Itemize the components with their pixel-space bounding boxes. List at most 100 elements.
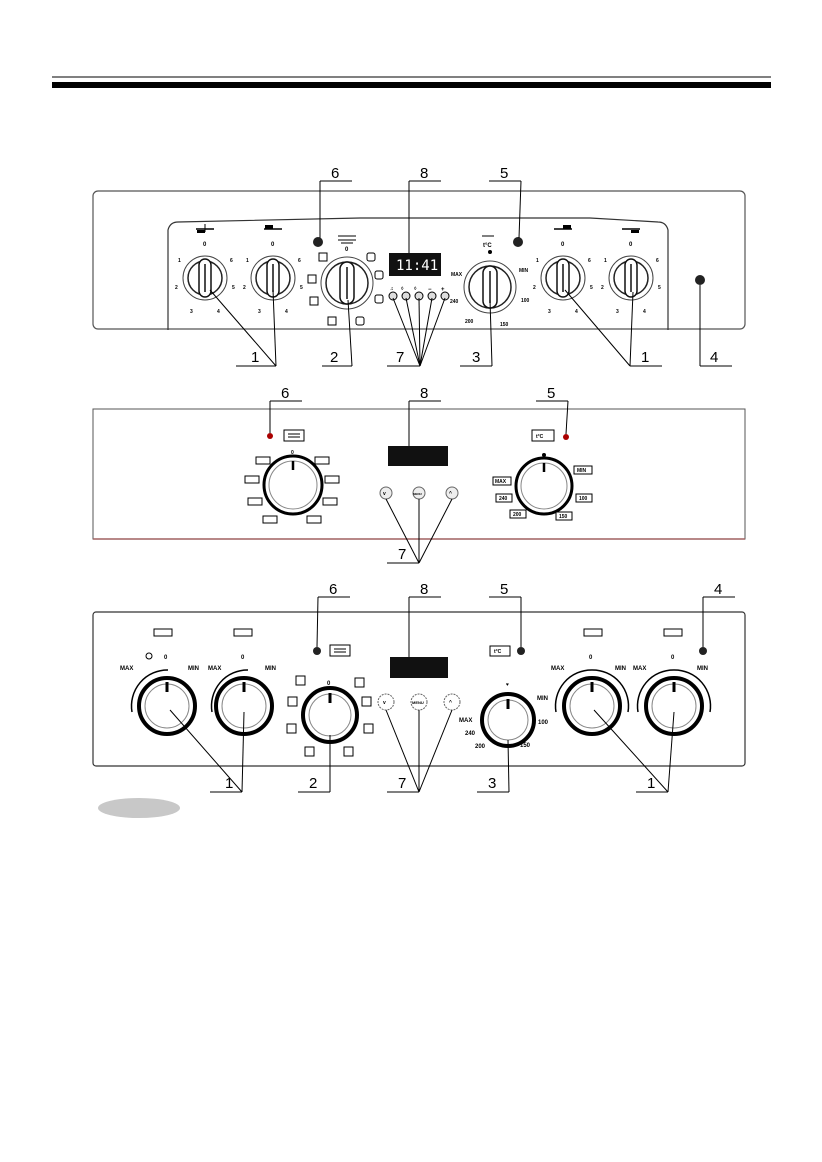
timer-button-bell[interactable]: [388, 291, 398, 301]
thermostat-knob-panel-2[interactable]: [514, 456, 574, 516]
fan-grill-icon: [318, 252, 328, 262]
duration-icon: ◊: [401, 286, 404, 292]
hob-p3-1-zero: 0: [164, 655, 168, 661]
hob-1-mark-5: 5: [232, 285, 235, 291]
hob-4-mark-5: 5: [658, 285, 661, 291]
thermo-1-100: 100: [521, 298, 530, 304]
hob-4-mark-1: 1: [604, 258, 607, 264]
thermostat-knob-panel-3[interactable]: [480, 692, 536, 748]
header-rule-thick: [52, 82, 771, 88]
p3-icon-d: [304, 746, 315, 757]
hob-knob-p3-2[interactable]: [210, 669, 274, 736]
hob-4-mark-3: 3: [616, 309, 619, 315]
hob-4-mark-4: 4: [643, 309, 646, 315]
defrost-icon: [309, 296, 319, 306]
hob-knob-2[interactable]: [250, 255, 296, 301]
thermo-3-200: 200: [475, 744, 486, 750]
hob-p3-4-min: MIN: [697, 666, 708, 672]
selector-2-mark-0: 0: [291, 450, 294, 456]
hob-p3-4-max: MAX: [633, 666, 646, 672]
thermo-1-150: 150: [500, 322, 509, 328]
temp-symbol-box-panel-2: [531, 429, 555, 442]
hob-p3-1-min: MIN: [188, 666, 199, 672]
max-box-panel-2: [492, 476, 512, 486]
hob-p3-1-max: MAX: [120, 666, 133, 672]
thermo-2-240: 240: [499, 496, 508, 502]
function-selector-knob-panel-1[interactable]: [320, 256, 374, 310]
hob-3-mark-5: 5: [590, 285, 593, 291]
p2-icon-a: [255, 456, 271, 465]
p2-icon-e: [314, 456, 330, 465]
zone-icon-p3-2: [233, 628, 253, 637]
hob-1-mark-2: 2: [175, 285, 178, 291]
dual-zone-icon: [145, 652, 153, 660]
p3-icon-a: [295, 675, 306, 686]
function-selector-knob-panel-3[interactable]: [301, 686, 359, 744]
thermo-1-max: MAX: [451, 272, 463, 278]
lamp-4-panel-1: [695, 275, 705, 285]
down-arrow-icon: v: [383, 491, 386, 497]
callout-lines-panel-1: [209, 180, 732, 367]
bottom-heat-icon: [374, 270, 384, 280]
oven-symbol-icon-panel-3: [329, 644, 351, 657]
zone-icon-p3-1: [153, 628, 173, 637]
thermo-3-150: 150: [520, 743, 531, 749]
panel-1: 0 1 2 3 4 5 6 0 1 2 3 4 5 6 0: [92, 165, 746, 367]
hob-zone-icon-3: [554, 225, 572, 230]
hob-knob-4[interactable]: [608, 255, 654, 301]
p3-icon-c: [286, 723, 297, 734]
hob-knob-3[interactable]: [540, 255, 586, 301]
hob-knob-1[interactable]: [182, 255, 228, 301]
p3-icon-b: [287, 696, 298, 707]
hob-3-mark-0: 0: [561, 242, 565, 248]
callout-2-panel-3: 2: [309, 775, 317, 792]
down-button-panel-2[interactable]: [379, 486, 393, 500]
thermostat-knob-panel-1[interactable]: [463, 260, 517, 314]
hob-knob-p3-3[interactable]: [554, 669, 630, 736]
fan-icon: [307, 274, 317, 284]
callout-lines-panel-3: [169, 596, 735, 793]
callout-7-panel-3: 7: [398, 775, 406, 792]
lamp-5-panel-3: [517, 647, 525, 655]
function-selector-knob-panel-2[interactable]: [262, 454, 324, 516]
hob-4-mark-0: 0: [629, 242, 633, 248]
lamp-5-panel-1: [513, 237, 523, 247]
control-buttons-panel-2: v MENU ^: [379, 486, 459, 500]
hob-3-mark-4: 4: [575, 309, 578, 315]
hob-2-mark-6: 6: [298, 258, 301, 264]
hob-4-mark-6: 6: [656, 258, 659, 264]
thermostat-dot-panel-2: [542, 453, 546, 457]
hob-knob-p3-1[interactable]: [130, 669, 197, 736]
p2-icon-f: [324, 475, 340, 484]
callout-1-left-panel-3: 1: [225, 775, 233, 792]
callout-3-panel-3: 3: [488, 775, 496, 792]
hob-2-mark-1: 1: [246, 258, 249, 264]
t150-box-panel-2: [555, 511, 573, 521]
callout-1-right-panel-3: 1: [647, 775, 655, 792]
p3-icon-e: [354, 677, 365, 688]
minus-sign: −: [428, 287, 432, 293]
lamp-6-panel-1: [313, 237, 323, 247]
plus-sign: +: [441, 287, 445, 293]
callout-6-panel-3: 6: [329, 581, 337, 598]
hob-knob-p3-4[interactable]: [636, 669, 712, 736]
hob-1-mark-6: 6: [230, 258, 233, 264]
callout-5-panel-2: 5: [547, 385, 555, 402]
timer-button-plus[interactable]: [440, 291, 450, 301]
thermostat-dot: [488, 250, 492, 254]
menu-label-panel-3: MENU: [412, 700, 424, 705]
callout-6-panel-2: 6: [281, 385, 289, 402]
thermo-2-100: 100: [579, 496, 588, 502]
hob-3-mark-2: 2: [533, 285, 536, 291]
hob-p3-2-min: MIN: [265, 666, 276, 672]
up-button-panel-3[interactable]: [443, 693, 461, 711]
callout-4: 4: [710, 349, 718, 366]
up-arrow-icon: ^: [449, 491, 452, 497]
t100-box-panel-2: [575, 493, 593, 503]
hob-zone-icon-2: [264, 225, 282, 230]
hob-p3-2-zero: 0: [241, 655, 245, 661]
menu-label-panel-2: MENU: [413, 492, 422, 496]
p2-icon-h: [306, 515, 322, 524]
up-button-panel-2[interactable]: [445, 486, 459, 500]
down-button-panel-3[interactable]: [377, 693, 395, 711]
